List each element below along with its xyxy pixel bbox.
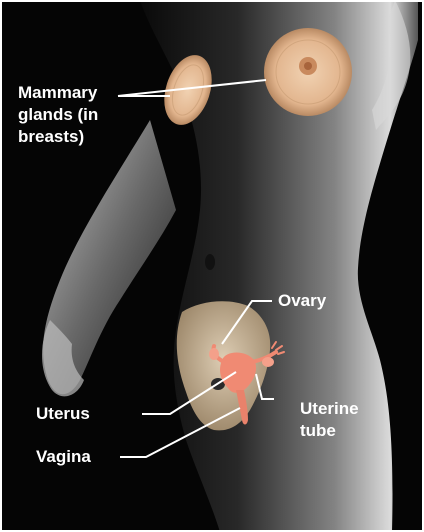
label-ovary: Ovary [278,290,326,312]
label-uterine-tube: Uterine tube [300,398,359,442]
left-ovary-shape [209,348,219,360]
right-ovary-shape [262,357,274,367]
navel [205,254,215,270]
label-uterine-tube-line-2: tube [300,420,359,442]
label-mammary-line-3: breasts) [18,126,98,148]
label-uterus: Uterus [36,403,90,425]
label-mammary-line-1: Mammary [18,82,98,104]
label-mammary-line-2: glands (in [18,104,98,126]
right-breast-illustration [264,28,352,116]
label-vagina: Vagina [36,446,91,468]
label-uterine-tube-line-1: Uterine [300,398,359,420]
label-mammary-glands: Mammary glands (in breasts) [18,82,98,148]
